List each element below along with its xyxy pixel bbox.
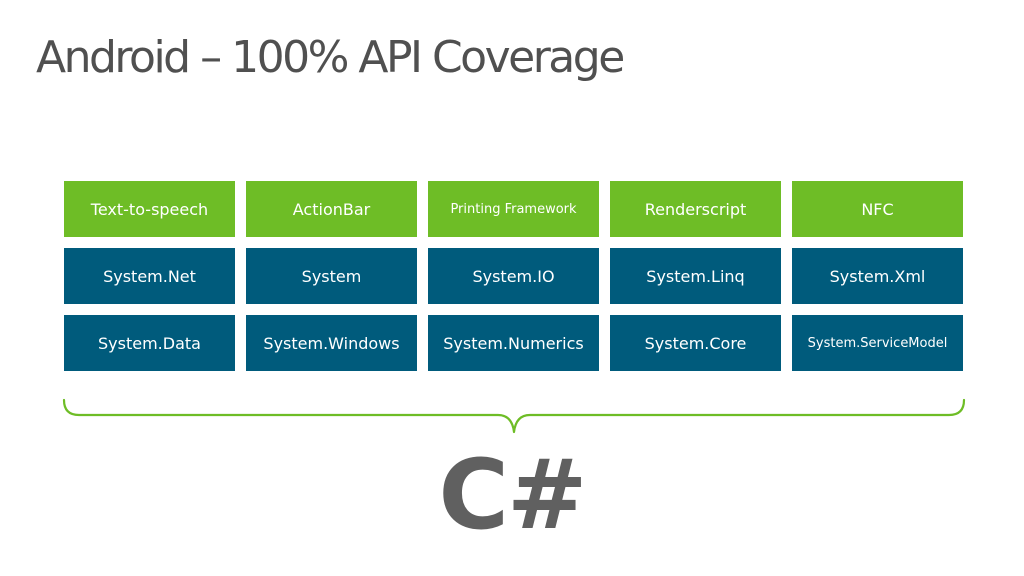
tile-system-xml: System.Xml bbox=[792, 248, 963, 304]
tile-actionbar: ActionBar bbox=[246, 181, 417, 237]
row-dotnet-2: System.Data System.Windows System.Numeri… bbox=[64, 315, 964, 371]
tile-system-net: System.Net bbox=[64, 248, 235, 304]
tile-renderscript: Renderscript bbox=[610, 181, 781, 237]
tile-system-linq: System.Linq bbox=[610, 248, 781, 304]
tile-system: System bbox=[246, 248, 417, 304]
tile-system-io: System.IO bbox=[428, 248, 599, 304]
api-grid: Text-to-speech ActionBar Printing Framew… bbox=[64, 181, 964, 371]
tile-nfc: NFC bbox=[792, 181, 963, 237]
language-label: C# bbox=[438, 439, 588, 551]
tile-printing-framework: Printing Framework bbox=[428, 181, 599, 237]
tile-text-to-speech: Text-to-speech bbox=[64, 181, 235, 237]
row-android-apis: Text-to-speech ActionBar Printing Framew… bbox=[64, 181, 964, 237]
tile-system-numerics: System.Numerics bbox=[428, 315, 599, 371]
slide-title: Android – 100% API Coverage bbox=[36, 32, 625, 83]
tile-system-windows: System.Windows bbox=[246, 315, 417, 371]
curly-brace-icon bbox=[62, 398, 966, 434]
tile-system-core: System.Core bbox=[610, 315, 781, 371]
row-dotnet-1: System.Net System System.IO System.Linq … bbox=[64, 248, 964, 304]
tile-system-data: System.Data bbox=[64, 315, 235, 371]
tile-system-servicemodel: System.ServiceModel bbox=[792, 315, 963, 371]
